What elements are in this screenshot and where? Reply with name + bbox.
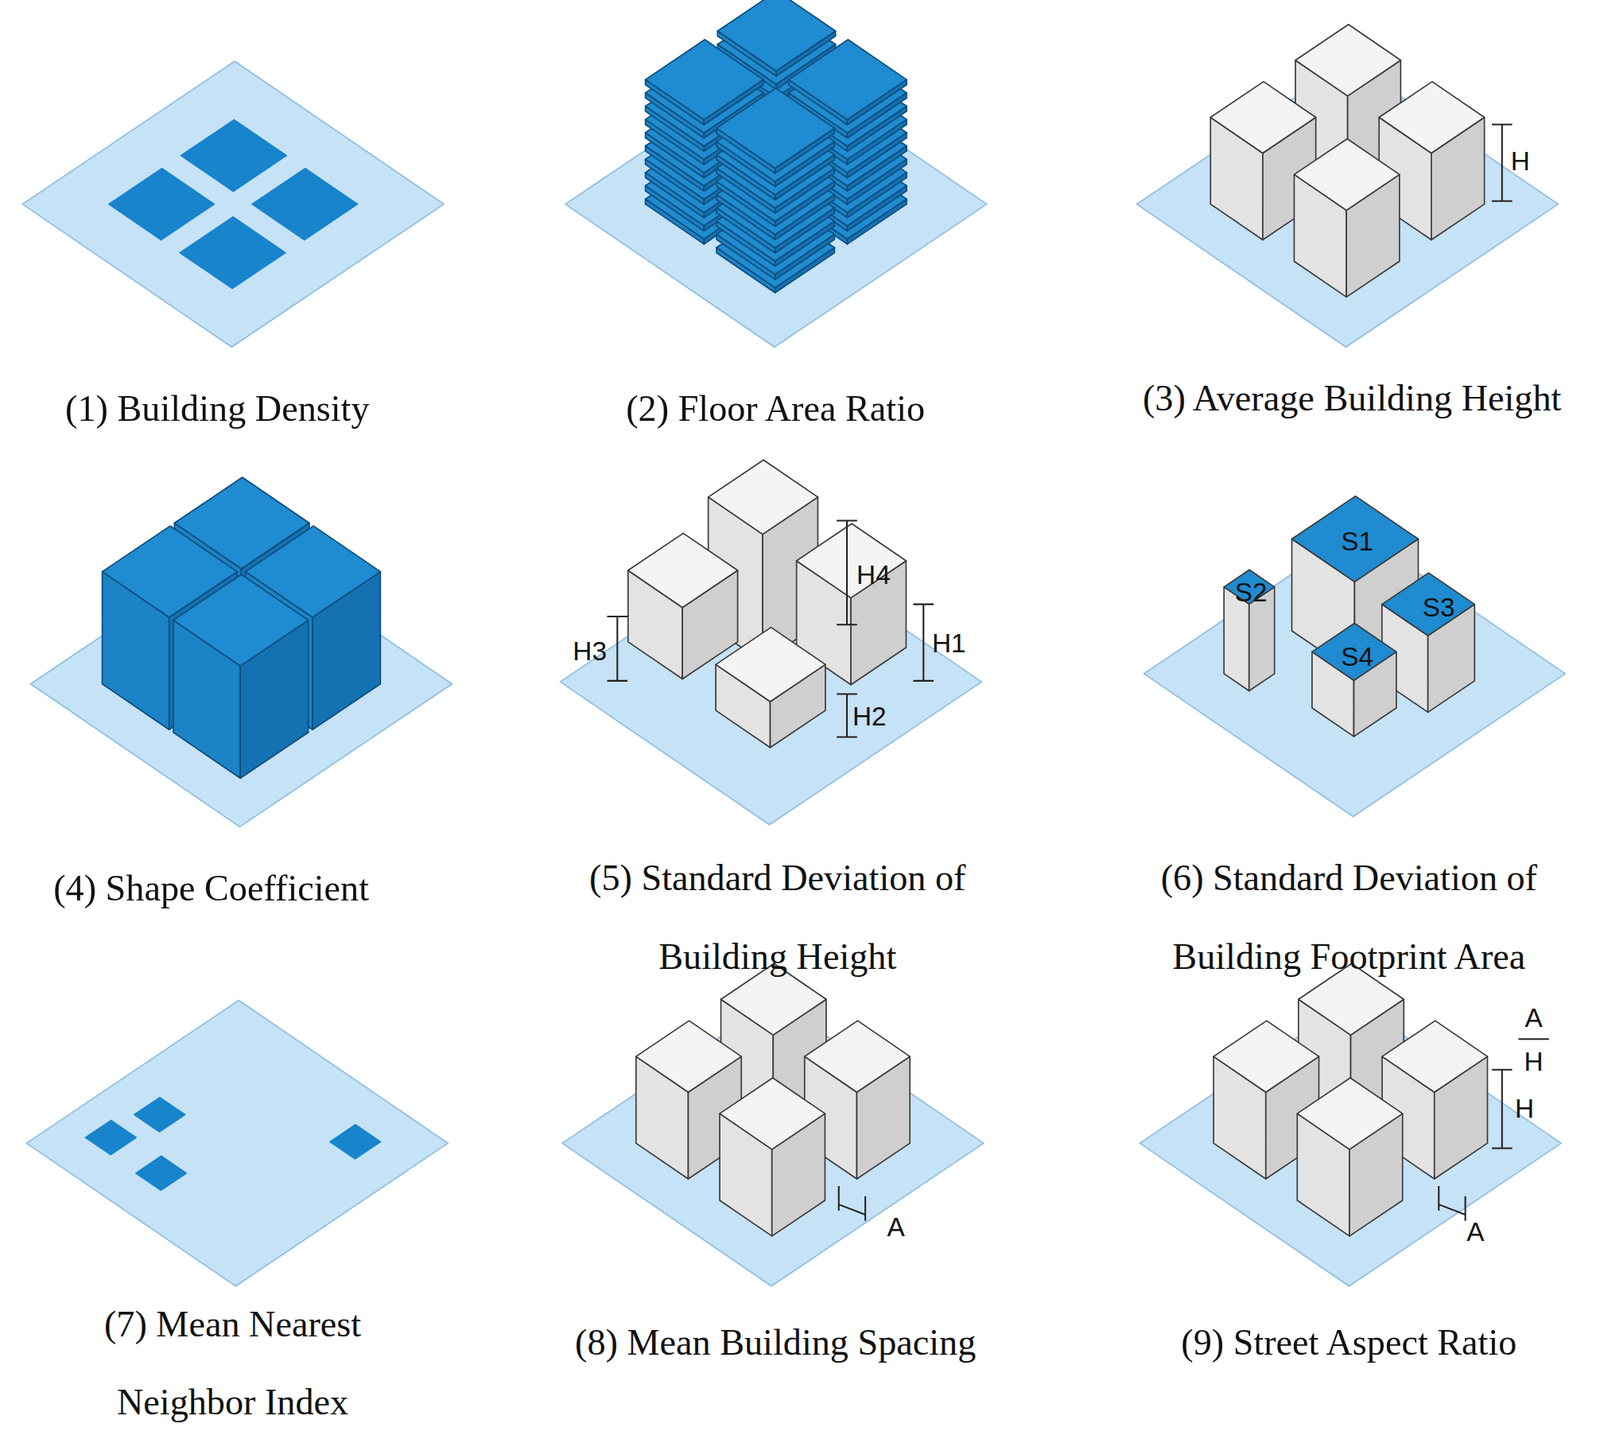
building-block [1295,24,1401,97]
dimension-label: H4 [856,559,891,589]
building-block [1213,1020,1319,1092]
panel-caption: (2) Floor Area Ratio [520,368,1031,448]
dimension-label: A [1524,1002,1542,1032]
building-block [719,1077,825,1150]
building-block [708,459,819,534]
building-block [636,1020,742,1092]
panel-caption: (5) Standard Deviation of Building Heigh… [537,838,1018,996]
dimension-label: H [1514,1094,1534,1123]
building-block [1291,496,1418,583]
building-block [1312,622,1397,680]
ground-plane [565,61,987,347]
building-footprint [181,120,287,192]
building-block [1378,81,1484,154]
building-block [1210,81,1316,154]
panel-caption: (6) Standard Deviation of Building Footp… [1109,838,1589,996]
ground-plane [22,61,444,347]
panel-caption: (1) Building Density [0,368,473,448]
building-block [1382,572,1476,636]
dimension-label: A [886,1211,905,1241]
panel-caption: (4) Shape Coefficient [0,848,467,928]
building-footprint [85,1119,137,1154]
dimension-label: S1 [1340,526,1374,556]
building-block [796,523,907,598]
building-footprint [134,1097,186,1132]
floor-slab [716,88,835,169]
dimension-label: H3 [572,636,607,666]
dimension-label: H [1510,147,1531,176]
building-block [715,627,826,702]
building-footprint [108,168,214,241]
building-block [173,574,309,666]
ground-plane [26,999,448,1286]
ground-plane [30,540,452,827]
floor-slab [645,39,764,121]
dimension-label: H2 [852,702,887,731]
building-block [1293,139,1399,211]
dimension-label: S3 [1422,593,1456,622]
building-footprint [179,217,285,289]
building-footprint [252,168,358,241]
building-block [1297,1077,1402,1150]
panel-caption: (8) Mean Building Spacing [520,1302,1031,1382]
panel-caption: (7) Mean Nearest Neighbor Index [58,1284,406,1442]
building-footprint [330,1124,381,1159]
dimension-label: S4 [1340,641,1374,671]
building-block [850,560,906,685]
dimension-label: H [1524,1047,1544,1076]
dimension-label: A [1466,1217,1484,1247]
building-footprint [135,1155,187,1190]
building-block [628,532,738,607]
dimension-label: H1 [932,628,967,657]
floor-slab [788,39,907,121]
dimension-label: S2 [1234,577,1268,606]
panel-caption: (3) Average Building Height [1137,358,1567,438]
building-block [1382,1020,1488,1092]
panel-caption: (9) Street Aspect Ratio [1094,1302,1600,1382]
building-block [804,1020,910,1092]
